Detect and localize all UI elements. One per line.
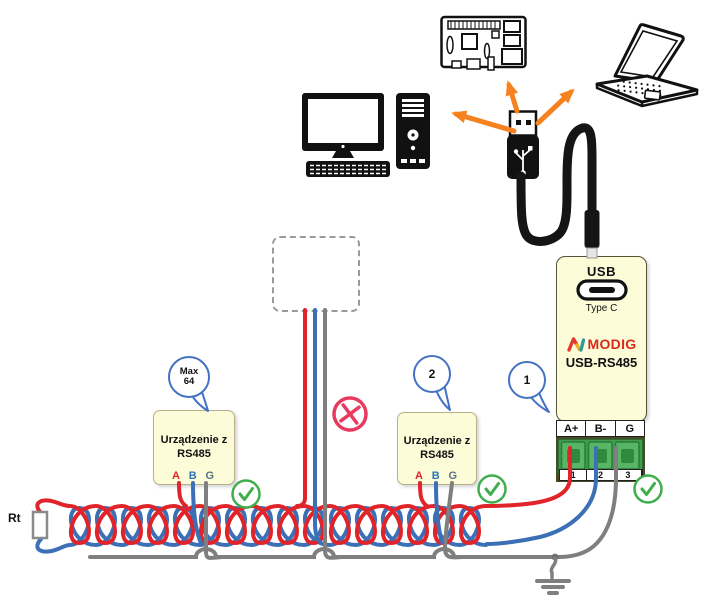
pin-label-b: B (431, 469, 440, 482)
dashed-unknown-device-box (272, 236, 360, 312)
termination-resistor (31, 510, 49, 540)
check-circle-icon (231, 479, 261, 509)
raspberry-pi-board-icon (440, 15, 528, 73)
balloon-text: 64 (183, 376, 195, 387)
balloon-converter-1: 1 (508, 361, 546, 399)
balloon-text: Max (179, 366, 199, 378)
terminal-number-1: 1 (560, 470, 588, 480)
balloon-tails (189, 383, 550, 413)
usb-port-label: USB (587, 264, 616, 279)
modig-logo-icon (566, 337, 585, 352)
usb-c-port-icon (575, 279, 628, 301)
terminal-label-a: A+ (557, 421, 587, 436)
device-pin-labels: A B G (415, 470, 457, 483)
check-circle-icon (477, 474, 507, 504)
desktop-computer-icon (296, 93, 441, 179)
pin-label-g: G (205, 469, 214, 482)
laptop-icon (585, 20, 703, 110)
balloon-max-devices: Max 64 (168, 356, 210, 398)
cross-circle-icon (332, 396, 368, 432)
balloon-text: 1 (523, 372, 531, 387)
shield-junction (551, 553, 559, 561)
model-name: USB-RS485 (565, 355, 638, 370)
terminal-label-strip: A+ B- G (556, 420, 645, 437)
rs485-bus-wire-a (35, 498, 488, 546)
rs485-device-box-1: Urządzenie z RS485 A B G (153, 410, 235, 485)
device-pin-labels: A B G (172, 470, 214, 483)
balloon-device-2: 2 (413, 355, 451, 393)
usb-c-connector (584, 210, 600, 248)
balloon-text: 2 (428, 366, 436, 381)
usb-plug-icon (506, 110, 540, 180)
device-label-line1: Urządzenie z (160, 434, 228, 447)
pin-label-a: A (415, 469, 423, 482)
device-label-line2: RS485 (420, 448, 454, 461)
terminal-number-strip: 1 2 3 (559, 469, 643, 481)
brand-name: MODIG (587, 336, 637, 352)
terminal-number-2: 2 (587, 470, 615, 480)
terminal-label-g: G (625, 422, 635, 435)
rs485-bus-wire-b (35, 505, 488, 554)
pin-label-g: G (448, 469, 457, 482)
rs485-device-box-2: Urządzenie z RS485 A B G (397, 412, 477, 485)
pin-label-a: A (172, 469, 180, 482)
pin-label-b: B (188, 469, 197, 482)
arrow-to-laptop (535, 88, 575, 126)
type-c-label: Type C (585, 303, 618, 314)
termination-label: Rt (8, 511, 21, 525)
arrow-to-raspberry-pi (505, 80, 520, 114)
earth-ground-icon (535, 556, 571, 595)
usb-rs485-converter: USB Type C MODIG USB-RS485 (556, 256, 647, 422)
device-label-line1: Urządzenie z (403, 435, 471, 448)
modig-logo: MODIG (566, 336, 637, 352)
terminal-label-b: B- (586, 421, 616, 436)
device-label-line2: RS485 (177, 447, 211, 460)
terminal-number-3: 3 (615, 470, 642, 480)
